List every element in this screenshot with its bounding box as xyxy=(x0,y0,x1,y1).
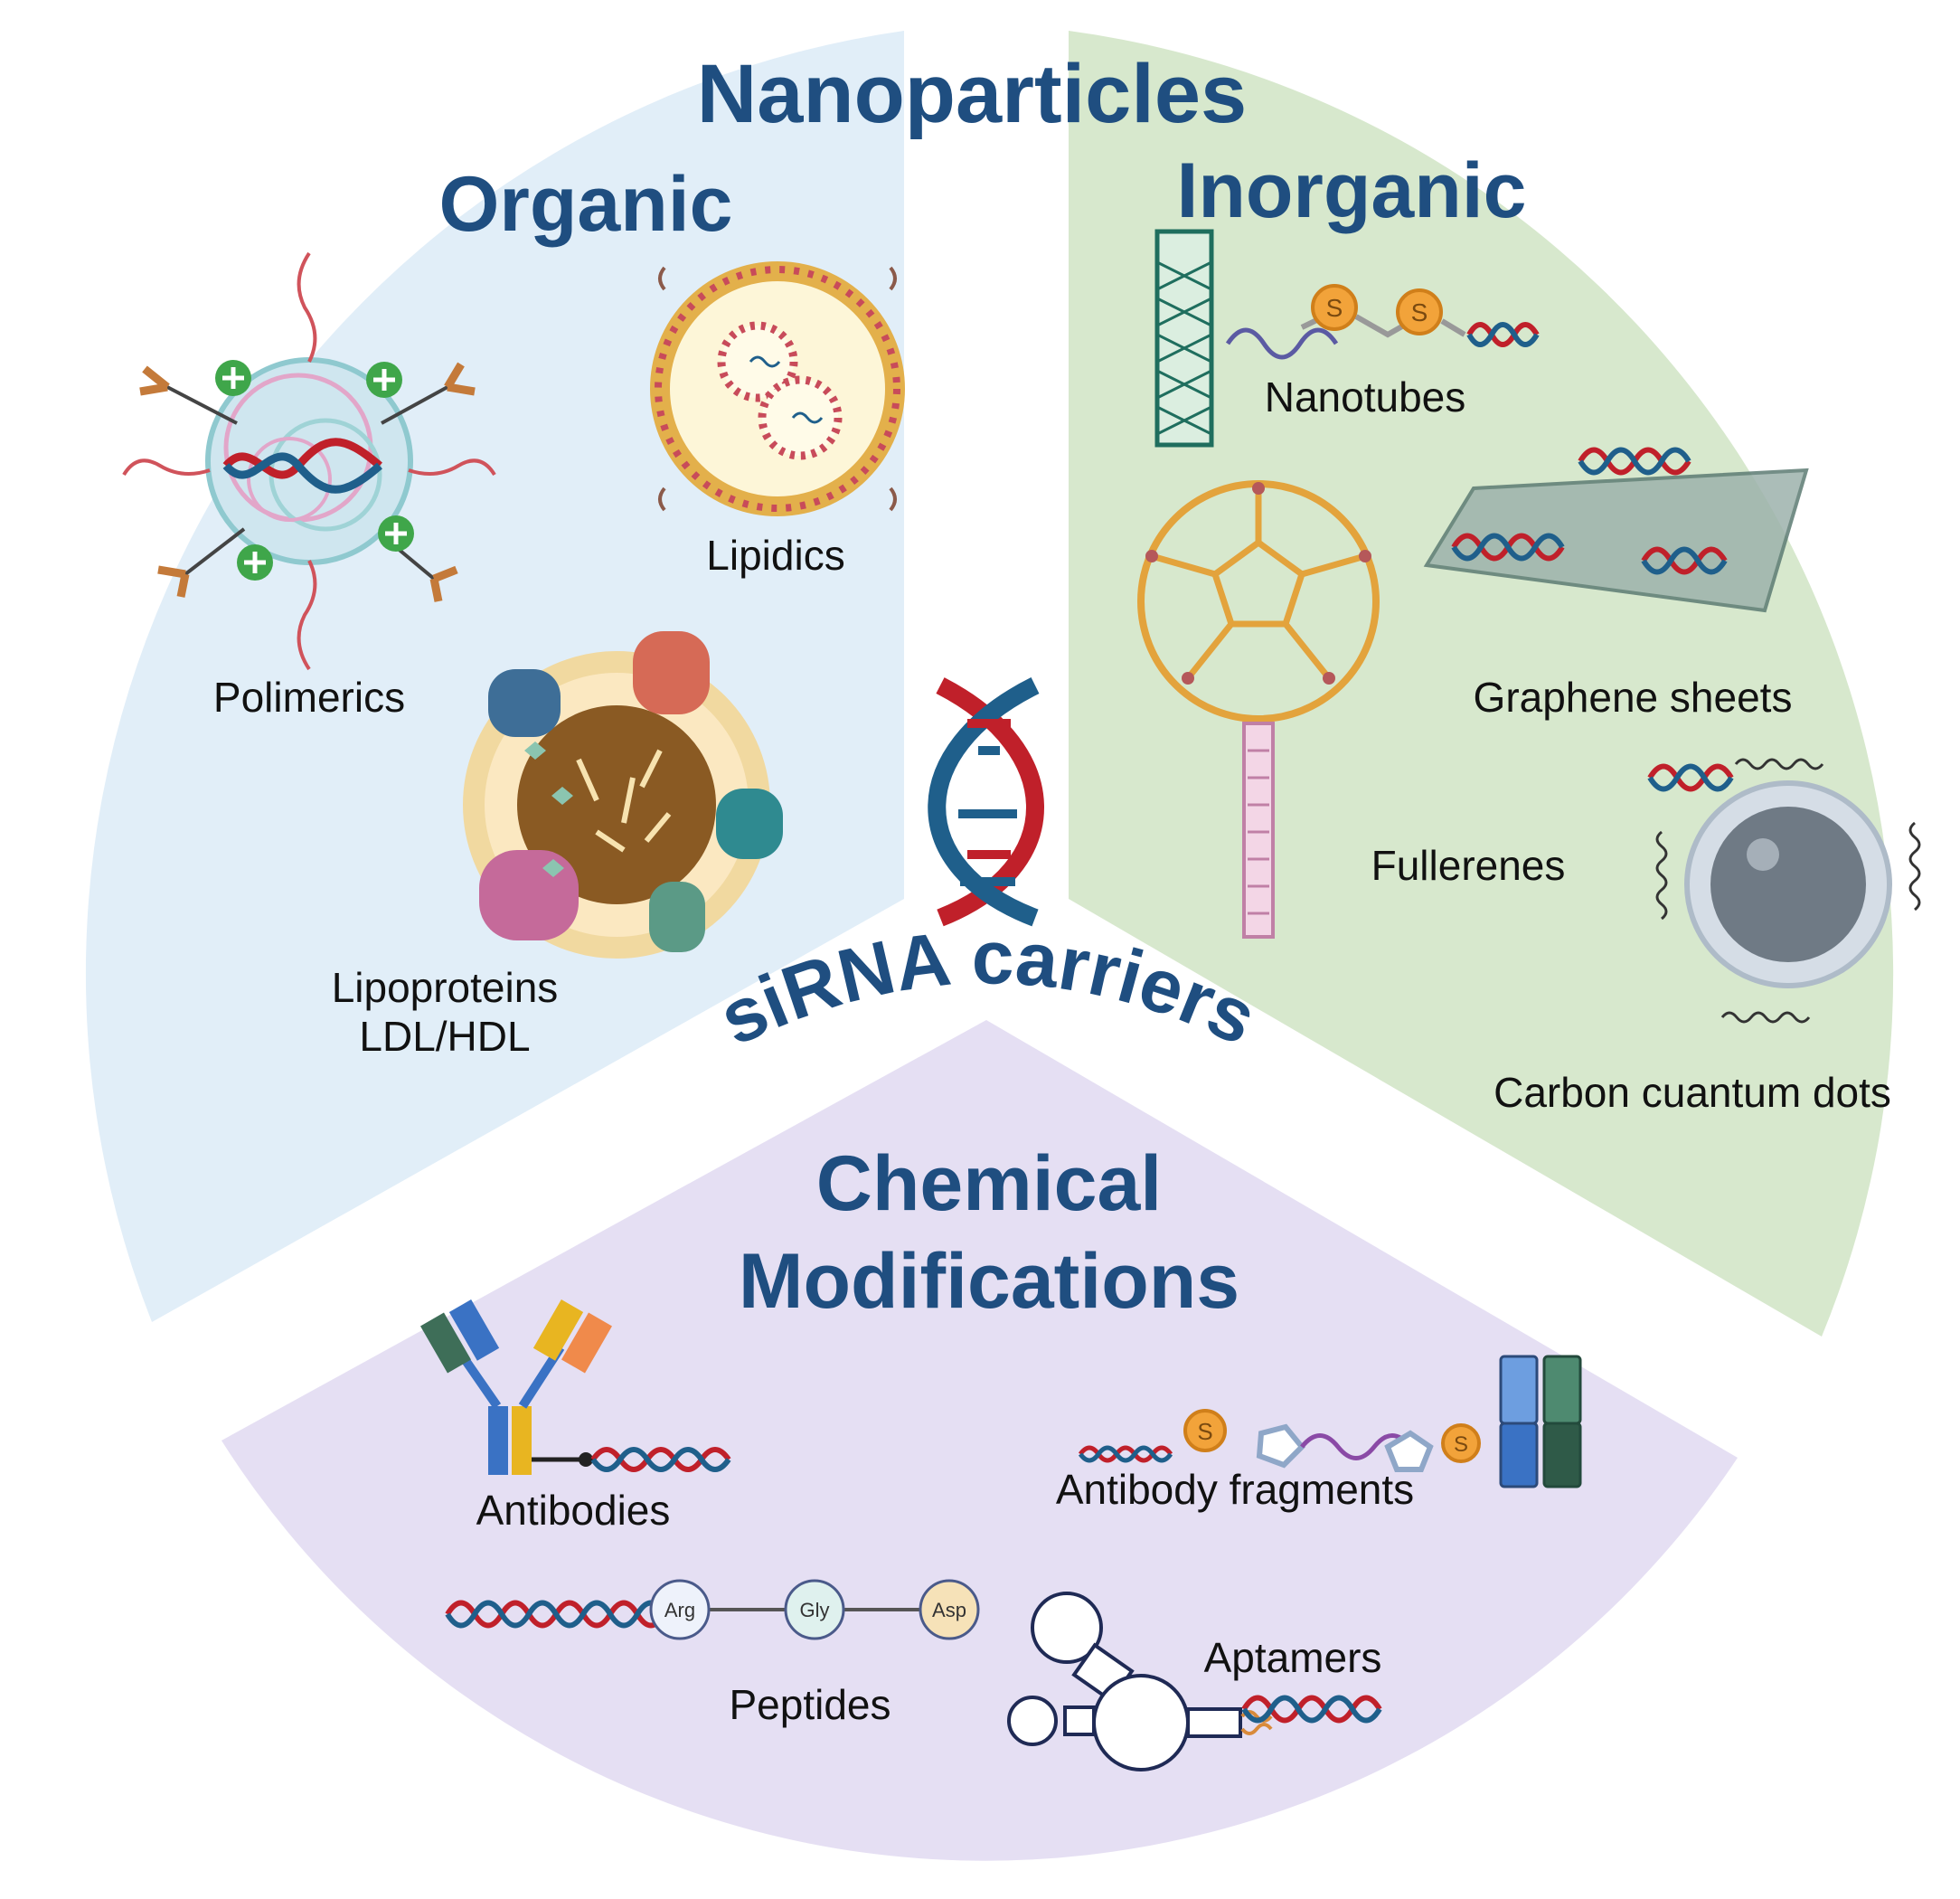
svg-text:S: S xyxy=(1326,294,1343,322)
sulfur-linker-icon xyxy=(1311,284,1358,331)
fullerenes-label: Fullerenes xyxy=(1371,842,1566,889)
antibody-fragments-label: Antibody fragments xyxy=(1056,1466,1414,1513)
lipoproteins-label-line2: LDL/HDL xyxy=(359,1013,530,1060)
aptamers-label: Aptamers xyxy=(1204,1634,1382,1681)
antibodies-label: Antibodies xyxy=(476,1487,671,1534)
apoprotein-shape xyxy=(488,669,561,737)
inorganic-heading: Inorganic xyxy=(1176,147,1526,234)
polymeric-nanoparticle-icon xyxy=(122,251,496,671)
svg-text:Asp: Asp xyxy=(932,1599,966,1621)
graphene-label: Graphene sheets xyxy=(1474,674,1793,721)
glycine-residue-icon: Gly xyxy=(784,1579,845,1640)
peptide-chain-icon: Arg Gly Asp xyxy=(445,1579,980,1640)
chemical-heading-line2: Modifications xyxy=(739,1238,1239,1325)
svg-text:Gly: Gly xyxy=(800,1599,830,1621)
antibody-fragment-icon: S S xyxy=(1078,1355,1582,1488)
arginine-residue-icon: Arg xyxy=(649,1579,711,1640)
organic-heading: Organic xyxy=(439,161,733,248)
chemical-sector xyxy=(221,1020,1738,1861)
carbon-nanotube-icon: S S xyxy=(1154,229,1540,448)
carbon-dots-label: Carbon cuantum dots xyxy=(1494,1069,1891,1116)
main-title: Nanoparticles xyxy=(697,48,1247,140)
polimerics-label: Polimerics xyxy=(213,674,405,721)
lipidics-label: Lipidics xyxy=(706,532,844,579)
peptides-label: Peptides xyxy=(729,1681,890,1728)
antibody-icon xyxy=(420,1299,731,1475)
svg-text:S: S xyxy=(1197,1418,1212,1445)
fullerene-icon xyxy=(1137,480,1380,939)
lipoproteins-label-line1: Lipoproteins xyxy=(332,964,559,1011)
nanotubes-label: Nanotubes xyxy=(1265,373,1466,420)
lipid-nanoparticle-icon xyxy=(650,261,905,516)
lipoprotein-icon xyxy=(463,631,783,959)
dna-double-helix-icon xyxy=(928,677,1044,927)
svg-text:S: S xyxy=(1454,1432,1468,1457)
aspartate-residue-icon: Asp xyxy=(919,1579,980,1640)
svg-text:S: S xyxy=(1411,298,1428,326)
chemical-heading-line1: Chemical xyxy=(816,1140,1162,1227)
aptamer-icon xyxy=(1007,1592,1382,1771)
graphene-sheet-icon xyxy=(1423,447,1809,613)
svg-text:Arg: Arg xyxy=(664,1599,695,1621)
carbon-quantum-dot-icon xyxy=(1647,758,1921,1024)
plus-charge-icon xyxy=(215,360,414,581)
